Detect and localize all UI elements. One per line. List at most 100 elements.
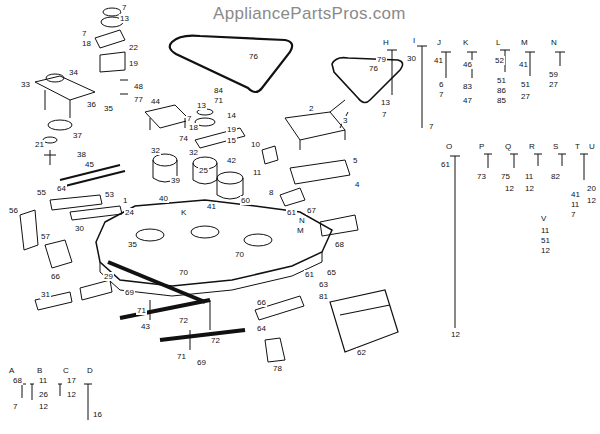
callout-number: 33 bbox=[20, 80, 31, 89]
callout-number: 8 bbox=[268, 188, 274, 197]
callout-number: 12 bbox=[450, 330, 461, 339]
bracket bbox=[80, 280, 112, 300]
callout-number: N bbox=[550, 38, 558, 47]
spindle-pulley bbox=[217, 172, 243, 184]
callout-number: 74 bbox=[178, 134, 189, 143]
callout-number: 19 bbox=[128, 59, 139, 68]
callout-number: 14 bbox=[226, 111, 237, 120]
bolt bbox=[150, 300, 210, 350]
callout-number: 26 bbox=[38, 390, 49, 399]
callout-number: 7 bbox=[428, 122, 434, 131]
callout-number: 71 bbox=[136, 306, 147, 315]
callout-number: 39 bbox=[170, 176, 181, 185]
callout-number: 51 bbox=[520, 80, 531, 89]
callout-number: 30 bbox=[406, 54, 417, 63]
callout-number: 13 bbox=[196, 101, 207, 110]
callout-number: 72 bbox=[178, 316, 189, 325]
callout-number: 7 bbox=[570, 210, 576, 219]
callout-number: 7 bbox=[186, 114, 192, 123]
callout-number: N bbox=[298, 216, 306, 225]
callout-number: 10 bbox=[250, 140, 261, 149]
callout-number: 69 bbox=[196, 358, 207, 367]
callout-number: H bbox=[382, 38, 390, 47]
callout-number: 57 bbox=[40, 232, 51, 241]
callout-number: 27 bbox=[520, 92, 531, 101]
callout-number: 66 bbox=[50, 272, 61, 281]
callout-number: 71 bbox=[176, 352, 187, 361]
callout-number: 7 bbox=[81, 29, 87, 38]
callout-number: 51 bbox=[496, 76, 507, 85]
callout-number: 38 bbox=[76, 150, 87, 159]
callout-number: S bbox=[552, 142, 559, 151]
callout-number: 25 bbox=[198, 166, 209, 175]
callout-number: M bbox=[296, 226, 305, 235]
blade bbox=[108, 262, 205, 302]
callout-number: Q bbox=[504, 142, 512, 151]
callout-number: 12 bbox=[38, 402, 49, 411]
bolt bbox=[18, 384, 92, 420]
callout-number: 41 bbox=[433, 56, 444, 65]
bracket bbox=[285, 112, 345, 150]
callout-number: U bbox=[588, 142, 596, 151]
callout-number: 69 bbox=[124, 288, 135, 297]
blade bbox=[160, 330, 245, 340]
callout-number: J bbox=[436, 38, 442, 47]
callout-number: 70 bbox=[234, 250, 245, 259]
callout-number: 61 bbox=[440, 160, 451, 169]
callout-number: 11 bbox=[524, 172, 534, 181]
callout-number: 71 bbox=[213, 96, 224, 105]
deck-hole bbox=[244, 234, 272, 246]
callout-number: 60 bbox=[240, 196, 251, 205]
bolt bbox=[450, 154, 588, 328]
callout-number: 12 bbox=[504, 184, 515, 193]
callout-number: 18 bbox=[81, 39, 92, 48]
callout-number: 75 bbox=[500, 172, 511, 181]
callout-number: 6 bbox=[438, 80, 444, 89]
callout-number: 32 bbox=[188, 148, 199, 157]
deck-hole bbox=[191, 226, 219, 238]
callout-number: 81 bbox=[318, 292, 329, 301]
callout-number: 31 bbox=[40, 290, 51, 299]
callout-number: 78 bbox=[272, 364, 283, 373]
blade bbox=[120, 300, 210, 318]
callout-number: 13 bbox=[380, 98, 391, 107]
callout-number: 22 bbox=[128, 43, 139, 52]
callout-number: 20 bbox=[586, 184, 597, 193]
callout-number: 86 bbox=[496, 86, 507, 95]
callout-number: D bbox=[86, 366, 94, 375]
callout-number: 76 bbox=[368, 64, 379, 73]
callout-number: 30 bbox=[74, 224, 85, 233]
callout-number: 42 bbox=[226, 156, 237, 165]
callout-number: V bbox=[540, 214, 547, 223]
bolt bbox=[387, 46, 565, 128]
callout-number: 24 bbox=[124, 208, 135, 217]
callout-number: 7 bbox=[381, 110, 387, 119]
callout-number: 36 bbox=[86, 100, 97, 109]
callout-number: 35 bbox=[127, 240, 138, 249]
callout-number: 11 bbox=[252, 168, 262, 177]
bracket bbox=[50, 195, 102, 210]
callout-number: 13 bbox=[119, 14, 130, 23]
callout-number: C bbox=[62, 366, 70, 375]
callout-number: 11 bbox=[38, 376, 48, 385]
spindle bbox=[193, 163, 217, 184]
callout-number: 70 bbox=[178, 268, 189, 277]
bracket bbox=[255, 296, 304, 320]
bracket bbox=[45, 240, 72, 268]
callout-number: 7 bbox=[12, 402, 18, 411]
plate bbox=[20, 210, 38, 250]
watermark: AppliancePartsPros.com bbox=[212, 4, 407, 23]
callout-number: 7 bbox=[438, 90, 444, 99]
callout-number: 34 bbox=[68, 68, 79, 77]
callout-number: 47 bbox=[462, 96, 473, 105]
callout-number: K bbox=[180, 208, 187, 217]
callout-number: 17 bbox=[66, 376, 77, 385]
bracket bbox=[290, 160, 350, 184]
callout-number: 59 bbox=[548, 70, 559, 79]
callout-number: 11 bbox=[570, 200, 580, 209]
callout-number: 62 bbox=[356, 348, 367, 357]
callout-number: 53 bbox=[104, 190, 115, 199]
bolt bbox=[44, 150, 56, 165]
rod bbox=[330, 100, 348, 128]
callout-number: 85 bbox=[496, 96, 507, 105]
